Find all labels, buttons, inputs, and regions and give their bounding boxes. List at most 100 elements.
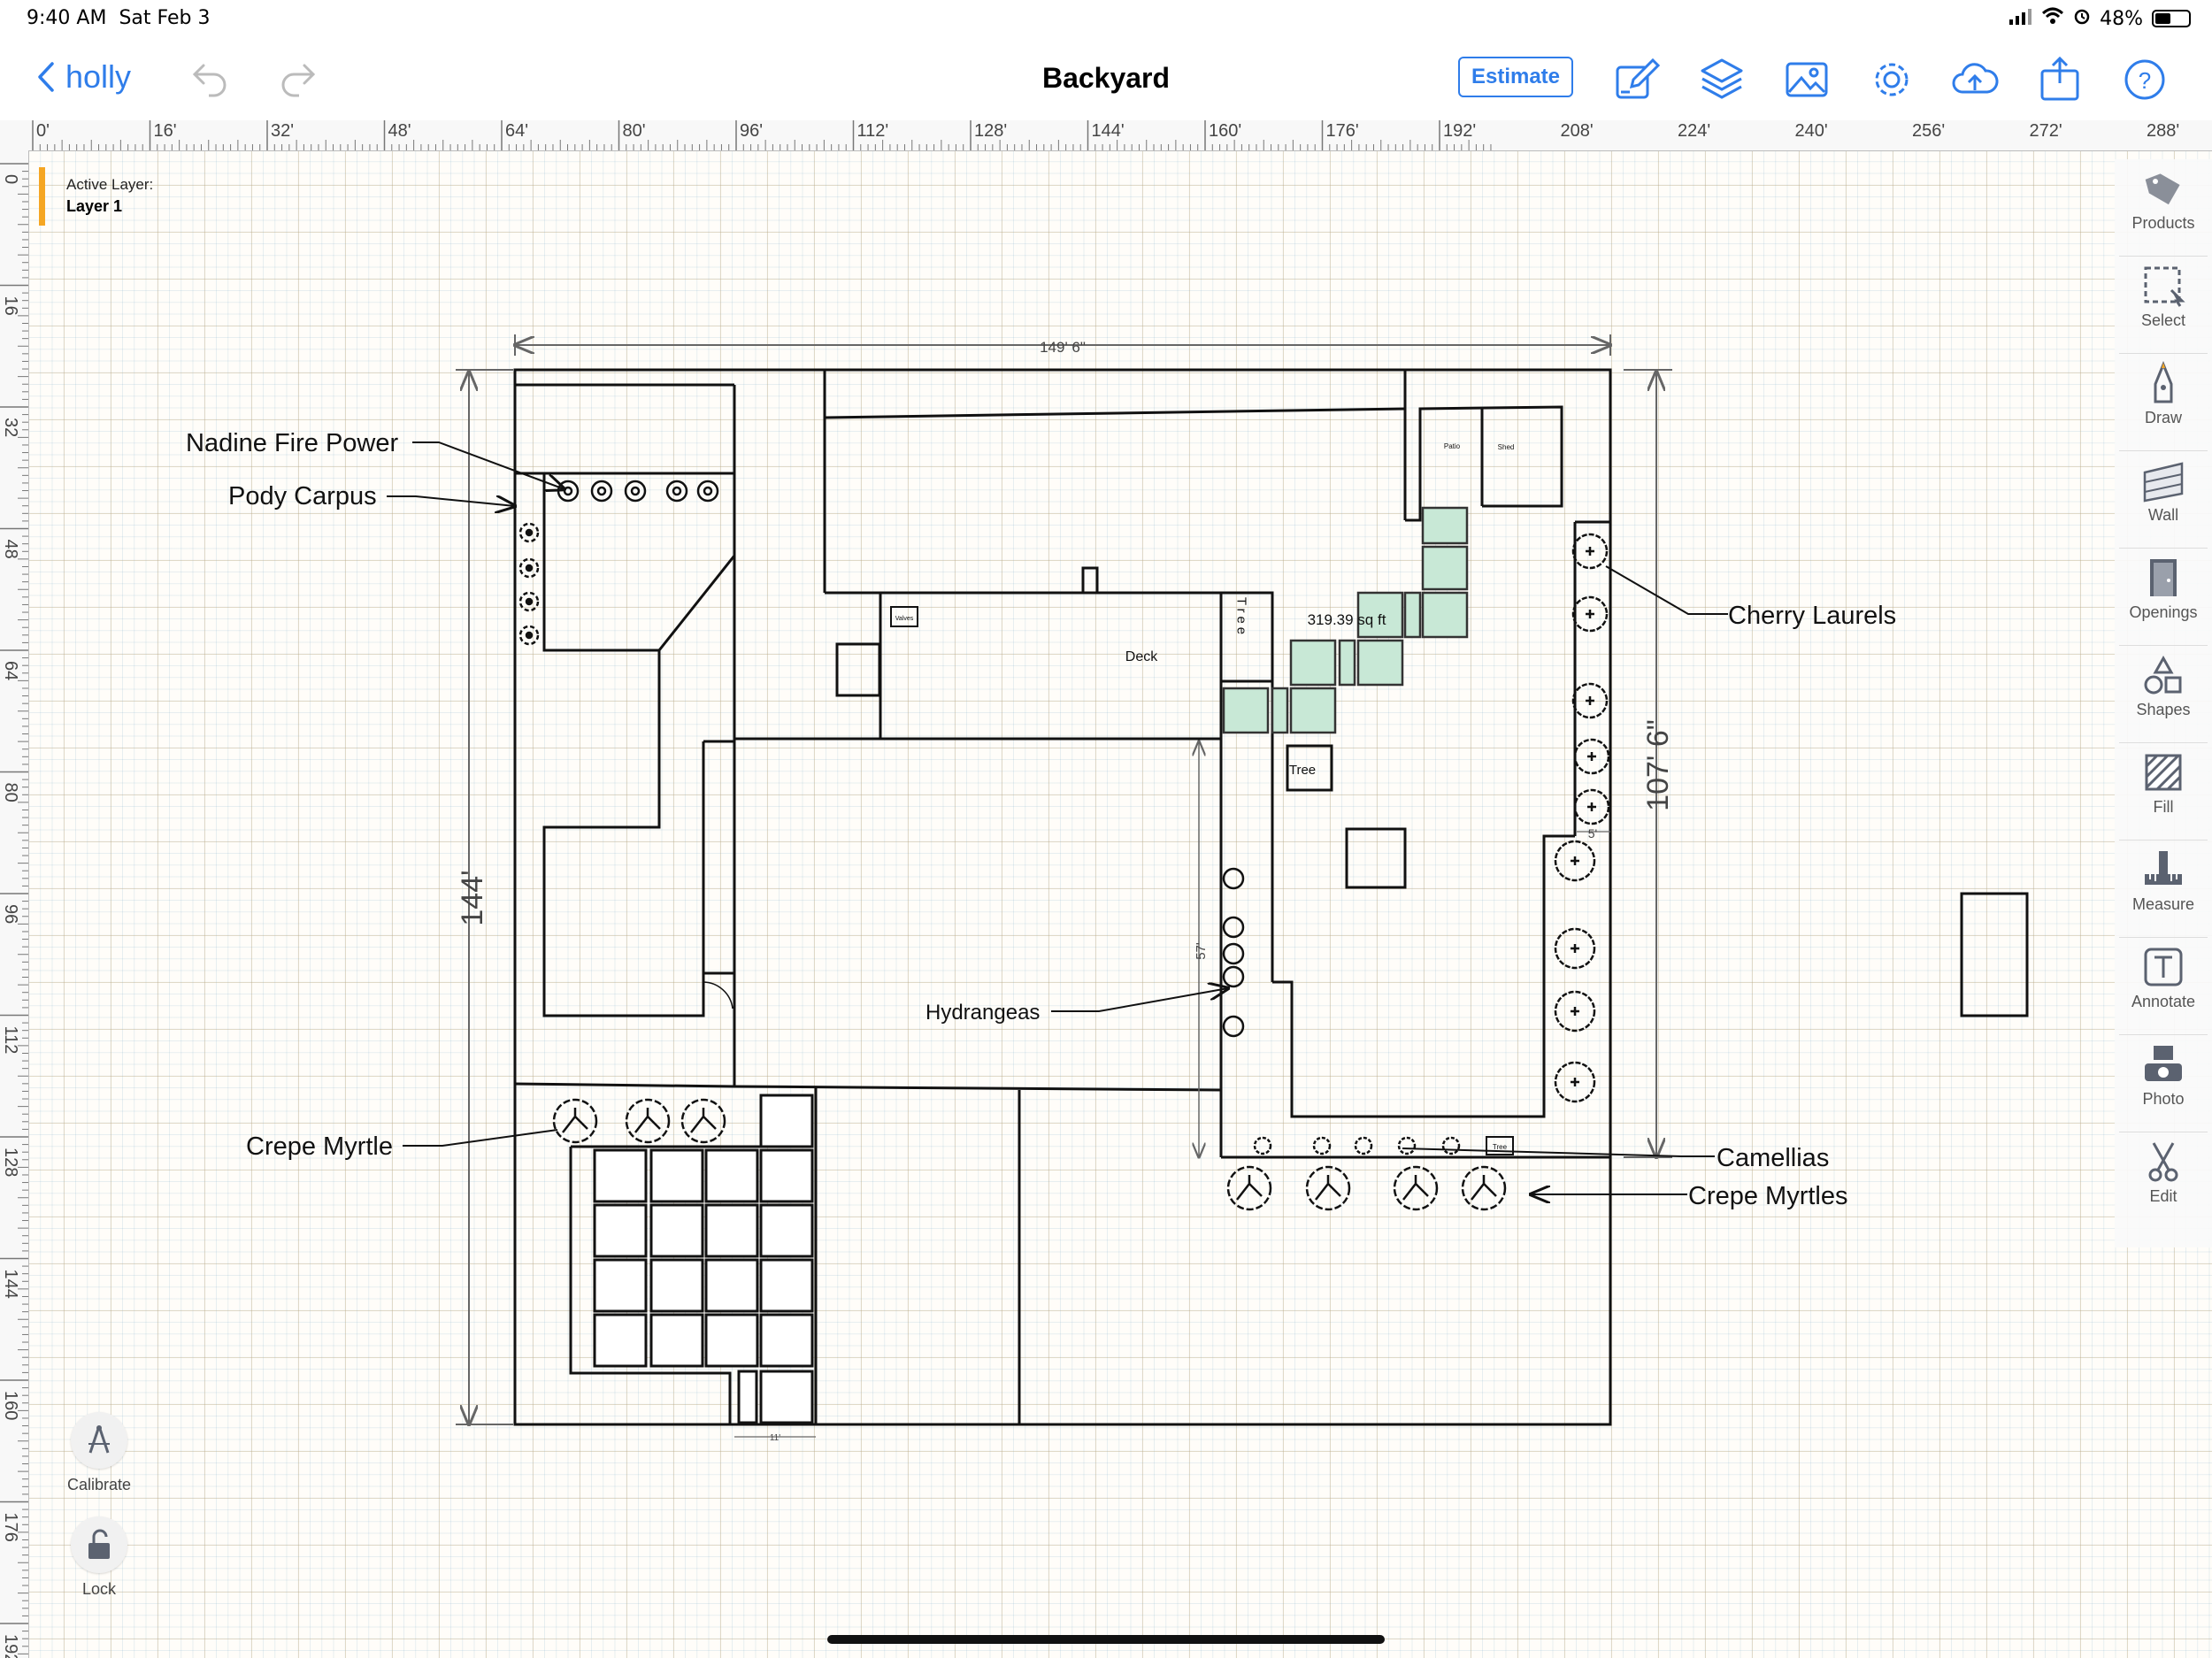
paver-grid[interactable] xyxy=(593,1094,814,1424)
ruler-label: 288' xyxy=(2147,121,2179,141)
crepe-myrtle-tree[interactable] xyxy=(625,1098,671,1144)
tool-label: Shapes xyxy=(2136,701,2191,718)
hydrangea-plant[interactable] xyxy=(1222,942,1245,965)
camellia-plant[interactable] xyxy=(1312,1136,1332,1155)
pody-carpus-plant[interactable] xyxy=(518,522,540,543)
ruler-label: 240' xyxy=(1795,121,1828,141)
crepe-myrtle-tree[interactable] xyxy=(1305,1165,1351,1211)
lock-button[interactable]: Lock xyxy=(55,1516,143,1599)
crepe-myrtle-tree[interactable] xyxy=(680,1098,726,1144)
dim-57: 57' xyxy=(1194,942,1209,960)
svg-text:?: ? xyxy=(2139,67,2151,94)
tool-select[interactable]: Select xyxy=(2115,257,2212,354)
tool-edit[interactable]: Edit xyxy=(2115,1132,2212,1230)
tool-openings[interactable]: Openings xyxy=(2115,549,2212,646)
dim-width: 149' 6" xyxy=(1040,339,1086,356)
crepe-myrtle-tree[interactable] xyxy=(552,1098,598,1144)
crepe-myrtle-tree[interactable] xyxy=(1461,1165,1507,1211)
horizontal-ruler: 0'16'32'48'64'80'96'112'128'144'160'176'… xyxy=(0,120,2212,151)
tool-measure[interactable]: Measure xyxy=(2115,841,2212,938)
cherry-laurel-plant[interactable] xyxy=(1571,595,1609,633)
nadine-plant[interactable] xyxy=(590,480,613,503)
nadine-plant[interactable] xyxy=(665,480,688,503)
deck-label: Deck xyxy=(1125,649,1158,664)
camellia-plant[interactable] xyxy=(1441,1136,1461,1155)
pody-carpus-plant[interactable] xyxy=(518,557,540,579)
door-icon xyxy=(2150,559,2177,596)
nadine-plant[interactable] xyxy=(557,480,580,503)
hydrangea-plant[interactable] xyxy=(1222,916,1245,939)
hydrangea-plant[interactable] xyxy=(1222,1015,1245,1038)
crepe-myrtle-tree[interactable] xyxy=(1226,1165,1272,1211)
cherry-laurel-plant[interactable] xyxy=(1554,990,1596,1032)
left-building-outline[interactable] xyxy=(515,472,736,1017)
active-layer-indicator[interactable]: Active Layer: Layer 1 xyxy=(39,167,153,226)
estimate-button[interactable]: Estimate xyxy=(1458,57,1573,97)
tool-label: Annotate xyxy=(2131,993,2196,1010)
ruler-label: 0 xyxy=(1,174,20,184)
wifi-icon xyxy=(2041,7,2064,30)
tool-photo[interactable]: Photo xyxy=(2115,1035,2212,1132)
undo-icon[interactable] xyxy=(189,58,234,99)
pody-carpus-plant[interactable] xyxy=(518,591,540,612)
yard-boundary[interactable] xyxy=(513,368,1612,1426)
cloud-upload-icon[interactable] xyxy=(1950,55,2000,104)
hydrangea-plant[interactable] xyxy=(1222,965,1245,988)
edit-icon[interactable] xyxy=(1612,55,1662,104)
hydrangea-plant[interactable] xyxy=(1222,867,1245,890)
camera-icon xyxy=(2145,1046,2182,1081)
cherry-laurel-plant[interactable] xyxy=(1573,738,1610,775)
home-indicator[interactable] xyxy=(827,1635,1385,1644)
cherry-laurel-plant[interactable] xyxy=(1554,1061,1596,1103)
drawing-canvas[interactable] xyxy=(29,151,2212,1658)
detached-shape[interactable] xyxy=(1960,892,2029,1017)
ruler-icon xyxy=(2145,851,2182,885)
pody-carpus-plant[interactable] xyxy=(518,625,540,646)
ruler-label: 128 xyxy=(1,1148,20,1177)
cherry-laurel-plant[interactable] xyxy=(1554,840,1596,882)
camellia-plant[interactable] xyxy=(1253,1136,1272,1155)
ruler-label: 80 xyxy=(1,783,20,802)
tool-shapes[interactable]: Shapes xyxy=(2115,646,2212,743)
pen-icon xyxy=(2154,361,2173,403)
image-icon[interactable] xyxy=(1782,55,1832,104)
ruler-label: 208' xyxy=(1561,121,1594,141)
dim-height-left: 144' xyxy=(456,870,489,925)
dim-5: 5' xyxy=(1588,826,1597,841)
redo-icon[interactable] xyxy=(274,58,319,99)
nadine-plant[interactable] xyxy=(624,480,647,503)
crepe-myrtle-tree[interactable] xyxy=(1393,1165,1439,1211)
green-paver-path[interactable] xyxy=(1222,506,1469,734)
cherry-laurel-plant[interactable] xyxy=(1554,927,1596,970)
select-icon xyxy=(2144,266,2185,307)
ruler-label: 128' xyxy=(974,121,1007,141)
valves-label: Valves xyxy=(895,616,914,622)
share-icon[interactable] xyxy=(2035,55,2085,104)
tree-small-label: Tree xyxy=(1493,1143,1508,1151)
status-time: 9:40 AM Sat Feb 3 xyxy=(27,7,211,29)
battery-percent: 48% xyxy=(2100,7,2143,30)
tool-products[interactable]: Products xyxy=(2115,159,2212,257)
cherry-laurel-plant[interactable] xyxy=(1573,788,1610,825)
help-icon[interactable]: ? xyxy=(2120,55,2170,104)
gear-icon[interactable] xyxy=(1867,55,1916,104)
camellia-plant[interactable] xyxy=(1397,1136,1417,1155)
ruler-label: 80' xyxy=(623,121,646,141)
ruler-label: 48' xyxy=(388,121,411,141)
chevron-left-icon xyxy=(38,62,54,92)
ruler-label: 192' xyxy=(1443,121,1476,141)
deck[interactable] xyxy=(879,591,1223,741)
camellia-plant[interactable] xyxy=(1354,1136,1373,1155)
cherry-laurel-plant[interactable] xyxy=(1571,682,1609,719)
nadine-plant[interactable] xyxy=(696,480,719,503)
ruler-label: 32' xyxy=(271,121,294,141)
cherry-laurel-plant[interactable] xyxy=(1571,533,1609,570)
tool-fill[interactable]: Fill xyxy=(2115,743,2212,841)
alarm-icon xyxy=(2073,7,2091,30)
back-button[interactable]: holly xyxy=(37,58,131,96)
tool-wall[interactable]: Wall xyxy=(2115,451,2212,549)
calibrate-button[interactable]: Calibrate xyxy=(55,1412,143,1494)
tool-draw[interactable]: Draw xyxy=(2115,354,2212,451)
layers-icon[interactable] xyxy=(1697,55,1747,104)
tool-annotate[interactable]: Annotate xyxy=(2115,938,2212,1035)
